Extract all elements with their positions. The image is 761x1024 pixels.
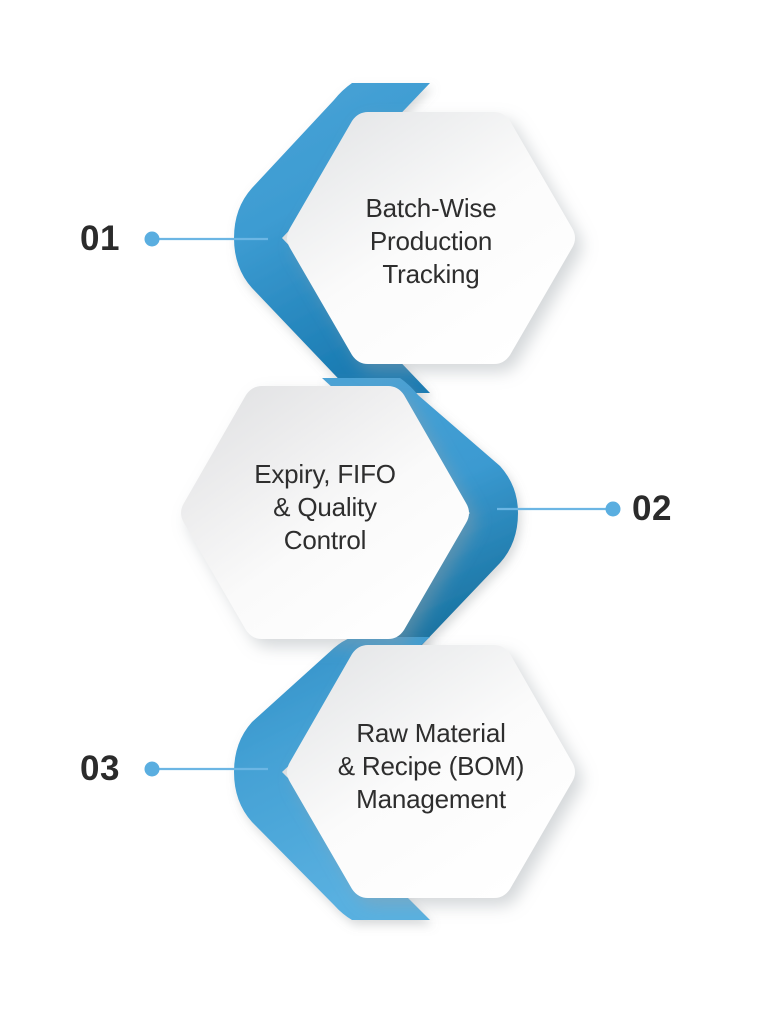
connector-dot-icon <box>144 761 160 777</box>
step-3-connector <box>144 761 268 777</box>
step-1-connector <box>144 231 268 247</box>
step-2-number: 02 <box>632 489 672 528</box>
step-2-chevron <box>322 378 518 668</box>
step-3-hexagon[interactable] <box>287 645 575 898</box>
connector-dot-icon <box>144 231 160 247</box>
step-1-chevron <box>234 83 430 393</box>
step-2-hexagon[interactable] <box>181 386 469 639</box>
step-1-hexagon[interactable] <box>287 112 575 364</box>
step-2-connector <box>497 501 621 517</box>
step-3-number: 03 <box>80 749 120 788</box>
step-1-number: 01 <box>80 219 120 258</box>
connector-dot-icon <box>605 501 621 517</box>
step-3-chevron <box>234 637 430 920</box>
